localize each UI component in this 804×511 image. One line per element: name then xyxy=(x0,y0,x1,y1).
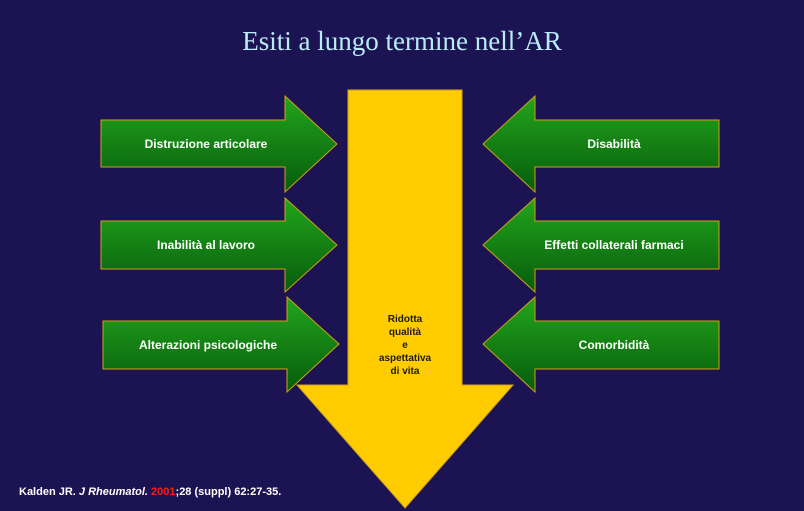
right-arrow-1-label: Disabilità xyxy=(587,137,641,151)
left-arrow-3-label: Alterazioni psicologiche xyxy=(138,338,278,352)
left-arrow-1 xyxy=(100,94,338,194)
center-label-line: qualità xyxy=(388,327,422,338)
center-label-line: di vita xyxy=(390,366,420,377)
center-label-line: aspettativa xyxy=(378,353,432,364)
right-arrow-2 xyxy=(482,196,720,294)
right-arrow-2-label: Effetti collaterali farmaci xyxy=(544,238,684,252)
citation-year: 2001 xyxy=(151,486,176,498)
left-arrow-1-label: Distruzione articolare xyxy=(144,137,268,151)
citation-journal: J Rheumatol. xyxy=(78,486,148,498)
right-arrow-1 xyxy=(482,94,720,194)
center-label-line: Ridotta xyxy=(387,314,423,325)
center-down-arrow xyxy=(295,89,515,509)
citation: Kalden JR. J Rheumatol. 2001;28 (suppl) … xyxy=(19,486,281,498)
center-arrow-label: Ridotta qualità e aspettativa di vita xyxy=(350,313,460,378)
slide-title: Esiti a lungo termine nell’AR xyxy=(242,26,562,56)
left-arrow-2-label: Inabilità al lavoro xyxy=(156,238,256,252)
right-arrow-3-label: Comorbidità xyxy=(578,338,650,352)
right-arrow-3 xyxy=(482,295,720,394)
citation-rest: ;28 (suppl) 62:27-35. xyxy=(175,486,282,498)
left-arrow-2 xyxy=(100,196,338,294)
center-label-line: e xyxy=(402,340,408,351)
citation-author: Kalden JR. xyxy=(19,486,79,498)
left-arrow-3 xyxy=(102,295,340,394)
